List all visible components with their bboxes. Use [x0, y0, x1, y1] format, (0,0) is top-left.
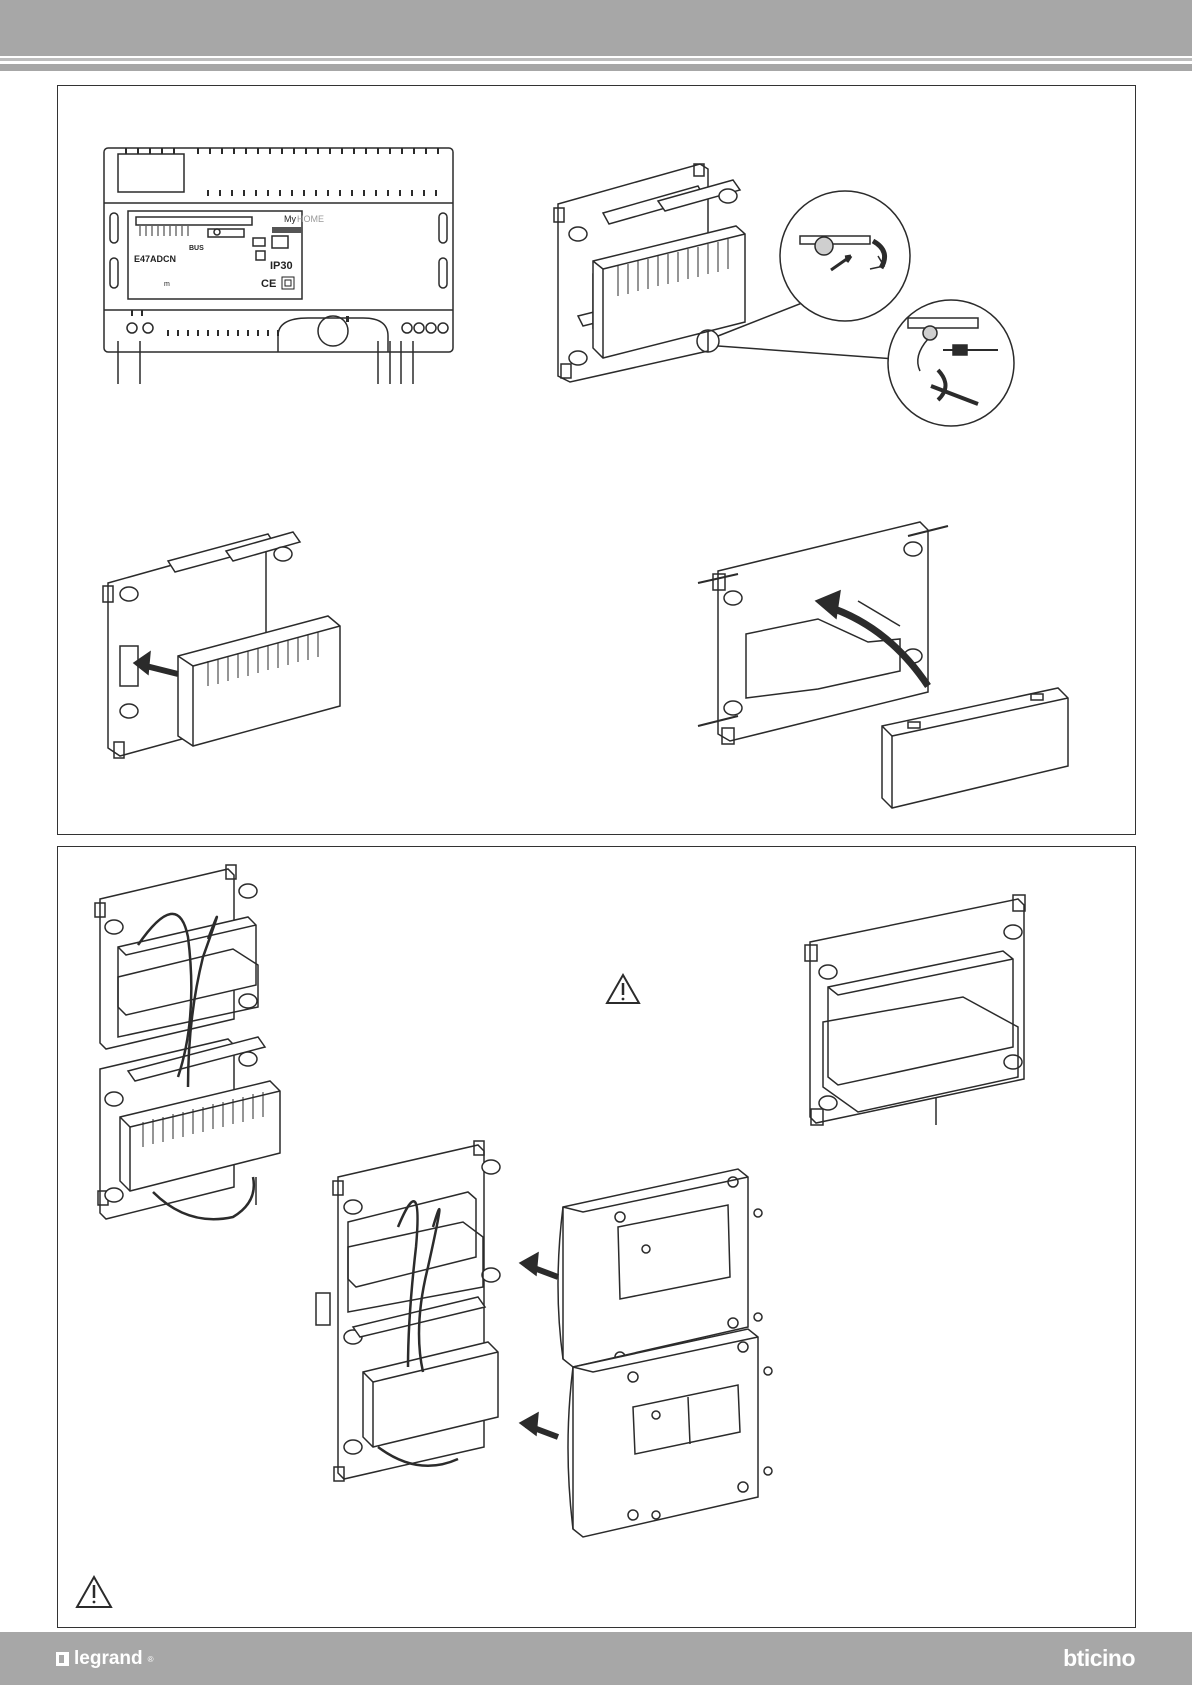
enclosure-assembly-view — [316, 1141, 772, 1537]
legrand-registered-mark: ® — [148, 1655, 154, 1664]
legrand-mark-icon — [56, 1652, 69, 1666]
ce-mark: CE — [261, 278, 276, 290]
header-bar — [0, 0, 1192, 56]
ip-rating: IP30 — [270, 260, 293, 272]
battery-tray-view — [698, 522, 1068, 808]
brand-my: My — [284, 214, 296, 224]
battery-installed-view — [805, 895, 1025, 1125]
device-model-code: E47ADCN — [134, 254, 176, 264]
bus-label: BUS — [189, 245, 204, 252]
warning-triangle-icon — [607, 975, 639, 1003]
bticino-logo: bticino — [1063, 1645, 1135, 1672]
brand-home: HOME — [297, 214, 324, 224]
mounted-module-view — [554, 164, 1014, 426]
top-illustration-panel: E47ADCN BUS My HOME IP30 CE m — [57, 85, 1136, 835]
small-mark: m — [164, 281, 170, 288]
top-panel-drawing: E47ADCN BUS My HOME IP30 CE m — [58, 86, 1135, 834]
header-rule-thick — [0, 64, 1192, 71]
header-rule-thin — [0, 58, 1192, 61]
module-insertion-view — [103, 532, 340, 758]
legrand-brand-text: legrand — [74, 1648, 143, 1670]
warning-triangle-icon — [77, 1577, 111, 1607]
bottom-illustration-panel — [57, 846, 1136, 1628]
bottom-panel-drawing — [58, 847, 1135, 1627]
footer-bar — [0, 1632, 1192, 1685]
legrand-logo: legrand ® — [56, 1648, 154, 1670]
stacked-assembly-view — [95, 865, 280, 1219]
